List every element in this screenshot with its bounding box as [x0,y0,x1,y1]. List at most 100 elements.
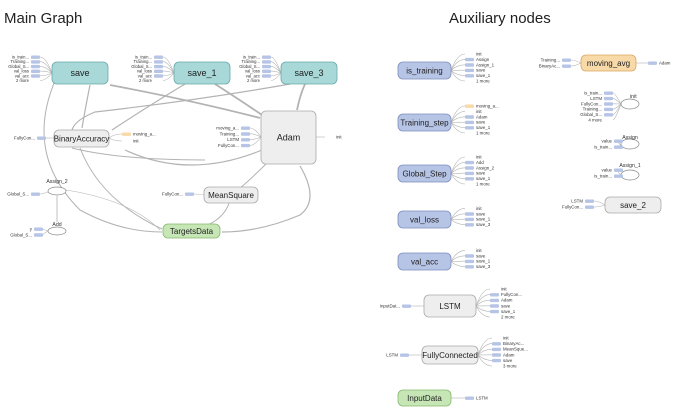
aux-lstm-node[interactable]: LSTM [423,294,477,318]
add-ellipse[interactable] [47,226,67,236]
targetsdata-node[interactable]: TargetsData [162,223,221,239]
aux-lstm-in-pill-inputdat [402,304,411,308]
aux-training_step-out-pill-adam [465,115,474,119]
save-3-node[interactable]: save_3 [280,61,338,85]
add-in-pill-global-s [34,233,43,237]
aux-val_loss-out-save-1: save_1 [476,217,491,222]
aux-is_training-out-save-1: save_1 [476,73,491,78]
save-3-in-val-acc: val_acc [246,73,260,78]
save-1-in-pill-val-acc [154,74,163,78]
aux-lstm-node-box [423,294,477,318]
aux-global_step-node[interactable]: Global_Step [397,164,452,183]
save-in-pill-training [31,60,40,64]
aux-val_loss-node-box [397,210,452,229]
assign-in-pill-is-train [614,145,623,149]
save-3-in-pill-global-s [262,64,271,69]
aux-training_step-out-init: init [476,109,482,114]
save-1-in-edge-val-acc [162,72,175,77]
aux-is_training-out-edge-assign-1 [450,64,466,71]
save-in-edge-is-train [39,56,53,74]
assign-1-ellipse[interactable] [620,169,640,181]
aux-is_training-out-pill-save [465,68,474,73]
assign-2-in-edge-global-s [39,191,49,195]
init-ellipse[interactable] [620,98,640,110]
assign-2-ellipse[interactable] [47,186,67,196]
save-3-in-pill-val-loss [262,69,271,73]
aux-inputdata-node-label: InputData [407,394,442,403]
aux-val_acc-out-init: init [476,248,482,253]
assign-label: Assign [622,135,638,141]
meansquare-node[interactable]: MeanSquare [203,186,259,204]
save-3-in-training: Training... [242,59,260,64]
moving-avg-node[interactable]: moving_avg [580,54,637,72]
aux-lstm-out-pill-save-1 [490,309,499,314]
aux-training_step-out-edge-save-1 [450,122,466,128]
aux-lstm-out-fullycon: FullyCon... [501,292,522,297]
save-2-node-box [604,196,662,214]
aux-val_acc-node-box [397,252,452,271]
aux-global_step-node-box [397,164,452,183]
aux-lstm-out-pill-fullycon [490,293,499,297]
aux-global_step-out-pill-add [465,160,474,165]
save-3-in-pill-training [262,60,271,64]
aux-val_loss-node[interactable]: val_loss [397,210,452,229]
aux-val_loss-out-save-3: save_3 [476,222,491,227]
graph-edges [39,53,648,399]
aux-fullyconnected-out-save: save [503,358,513,363]
assign-ellipse[interactable] [620,138,640,150]
save-1-in-global-s: Global_S... [131,64,152,69]
save-2-in-lstm: LSTM [571,199,583,204]
aux-fullyconnected-out-3-more: 3 more [503,364,517,369]
save-node-box [51,61,109,85]
aux-is_training-out-edge-1-more [450,70,466,82]
add-in-pill-y [34,227,43,231]
init-in-is-train: is_train... [584,91,602,96]
aux-global_step-out-save-1: save_1 [476,176,491,181]
adam-to-targets [221,165,311,233]
init-in-training: Training... [583,107,602,112]
aux-is_training-node[interactable]: is_training [397,61,452,80]
save-2-node-label: save_2 [620,201,646,210]
save-1-in-val-acc: val_acc [138,73,152,78]
aux-inputdata-node-box [397,389,452,407]
aux-training_step-node[interactable]: Training_step [397,113,452,132]
aux-training_step-out-save: save [476,120,486,125]
save3-to-binary [71,83,291,131]
assign-2-label: Assign_2 [46,179,67,185]
aux-training_step-node-label: Training_step [400,118,449,127]
aux-training_step-out-adam: Adam [476,114,488,119]
binary-to-targets [79,147,163,230]
aux-lstm-out-2-more: 2 more [501,315,515,320]
aux-training_step-out-moving-a: moving_a... [476,104,499,109]
save-in-edge-val-loss [39,70,53,74]
aux-val_acc-node[interactable]: val_acc [397,252,452,271]
save-in-edge-val-acc [39,72,53,77]
aux-lstm-out-edge-save-1 [475,305,491,312]
aux-inputdata-node[interactable]: InputData [397,389,452,407]
save-1-in-edge-val-loss [162,70,175,74]
aux-val_loss-node-label: val_loss [410,215,439,224]
assign-in-value: value [602,139,613,144]
save-3-node-box [280,61,338,85]
assign-1-in-pill-value [614,168,623,172]
save-1-node[interactable]: save_1 [173,61,231,85]
save1-to-binary [111,83,186,131]
assign-1-in-value: value [602,168,613,173]
aux-fullyconnected-out-init: init [503,336,509,341]
binaryaccuracy-node[interactable]: BinaryAccuracy [53,129,110,148]
aux-fullyconnected-in-lstm: LSTM [386,353,398,358]
assign-1-in-pill-is-train [614,174,623,178]
aux-val_loss-out-init: init [476,206,482,211]
aux-fullyconnected-node[interactable]: FullyConnected [421,345,479,365]
adam-node[interactable]: Adam [260,110,317,165]
save-node[interactable]: save [51,61,109,85]
aux-fullyconnected-node-box [421,345,479,365]
aux-training_step-out-edge-1-more [450,122,466,134]
moving-avg-node-label: moving_avg [587,59,630,68]
init-in-pill-is-train [604,91,613,95]
aux-is_training-out-1-more: 1 more [476,79,490,84]
save-3-in-val-loss: val_loss [245,69,260,74]
save-in-is-train: is_train... [12,55,29,60]
save-2-node[interactable]: save_2 [604,196,662,214]
save-1-in-val-loss: val_loss [137,69,152,74]
